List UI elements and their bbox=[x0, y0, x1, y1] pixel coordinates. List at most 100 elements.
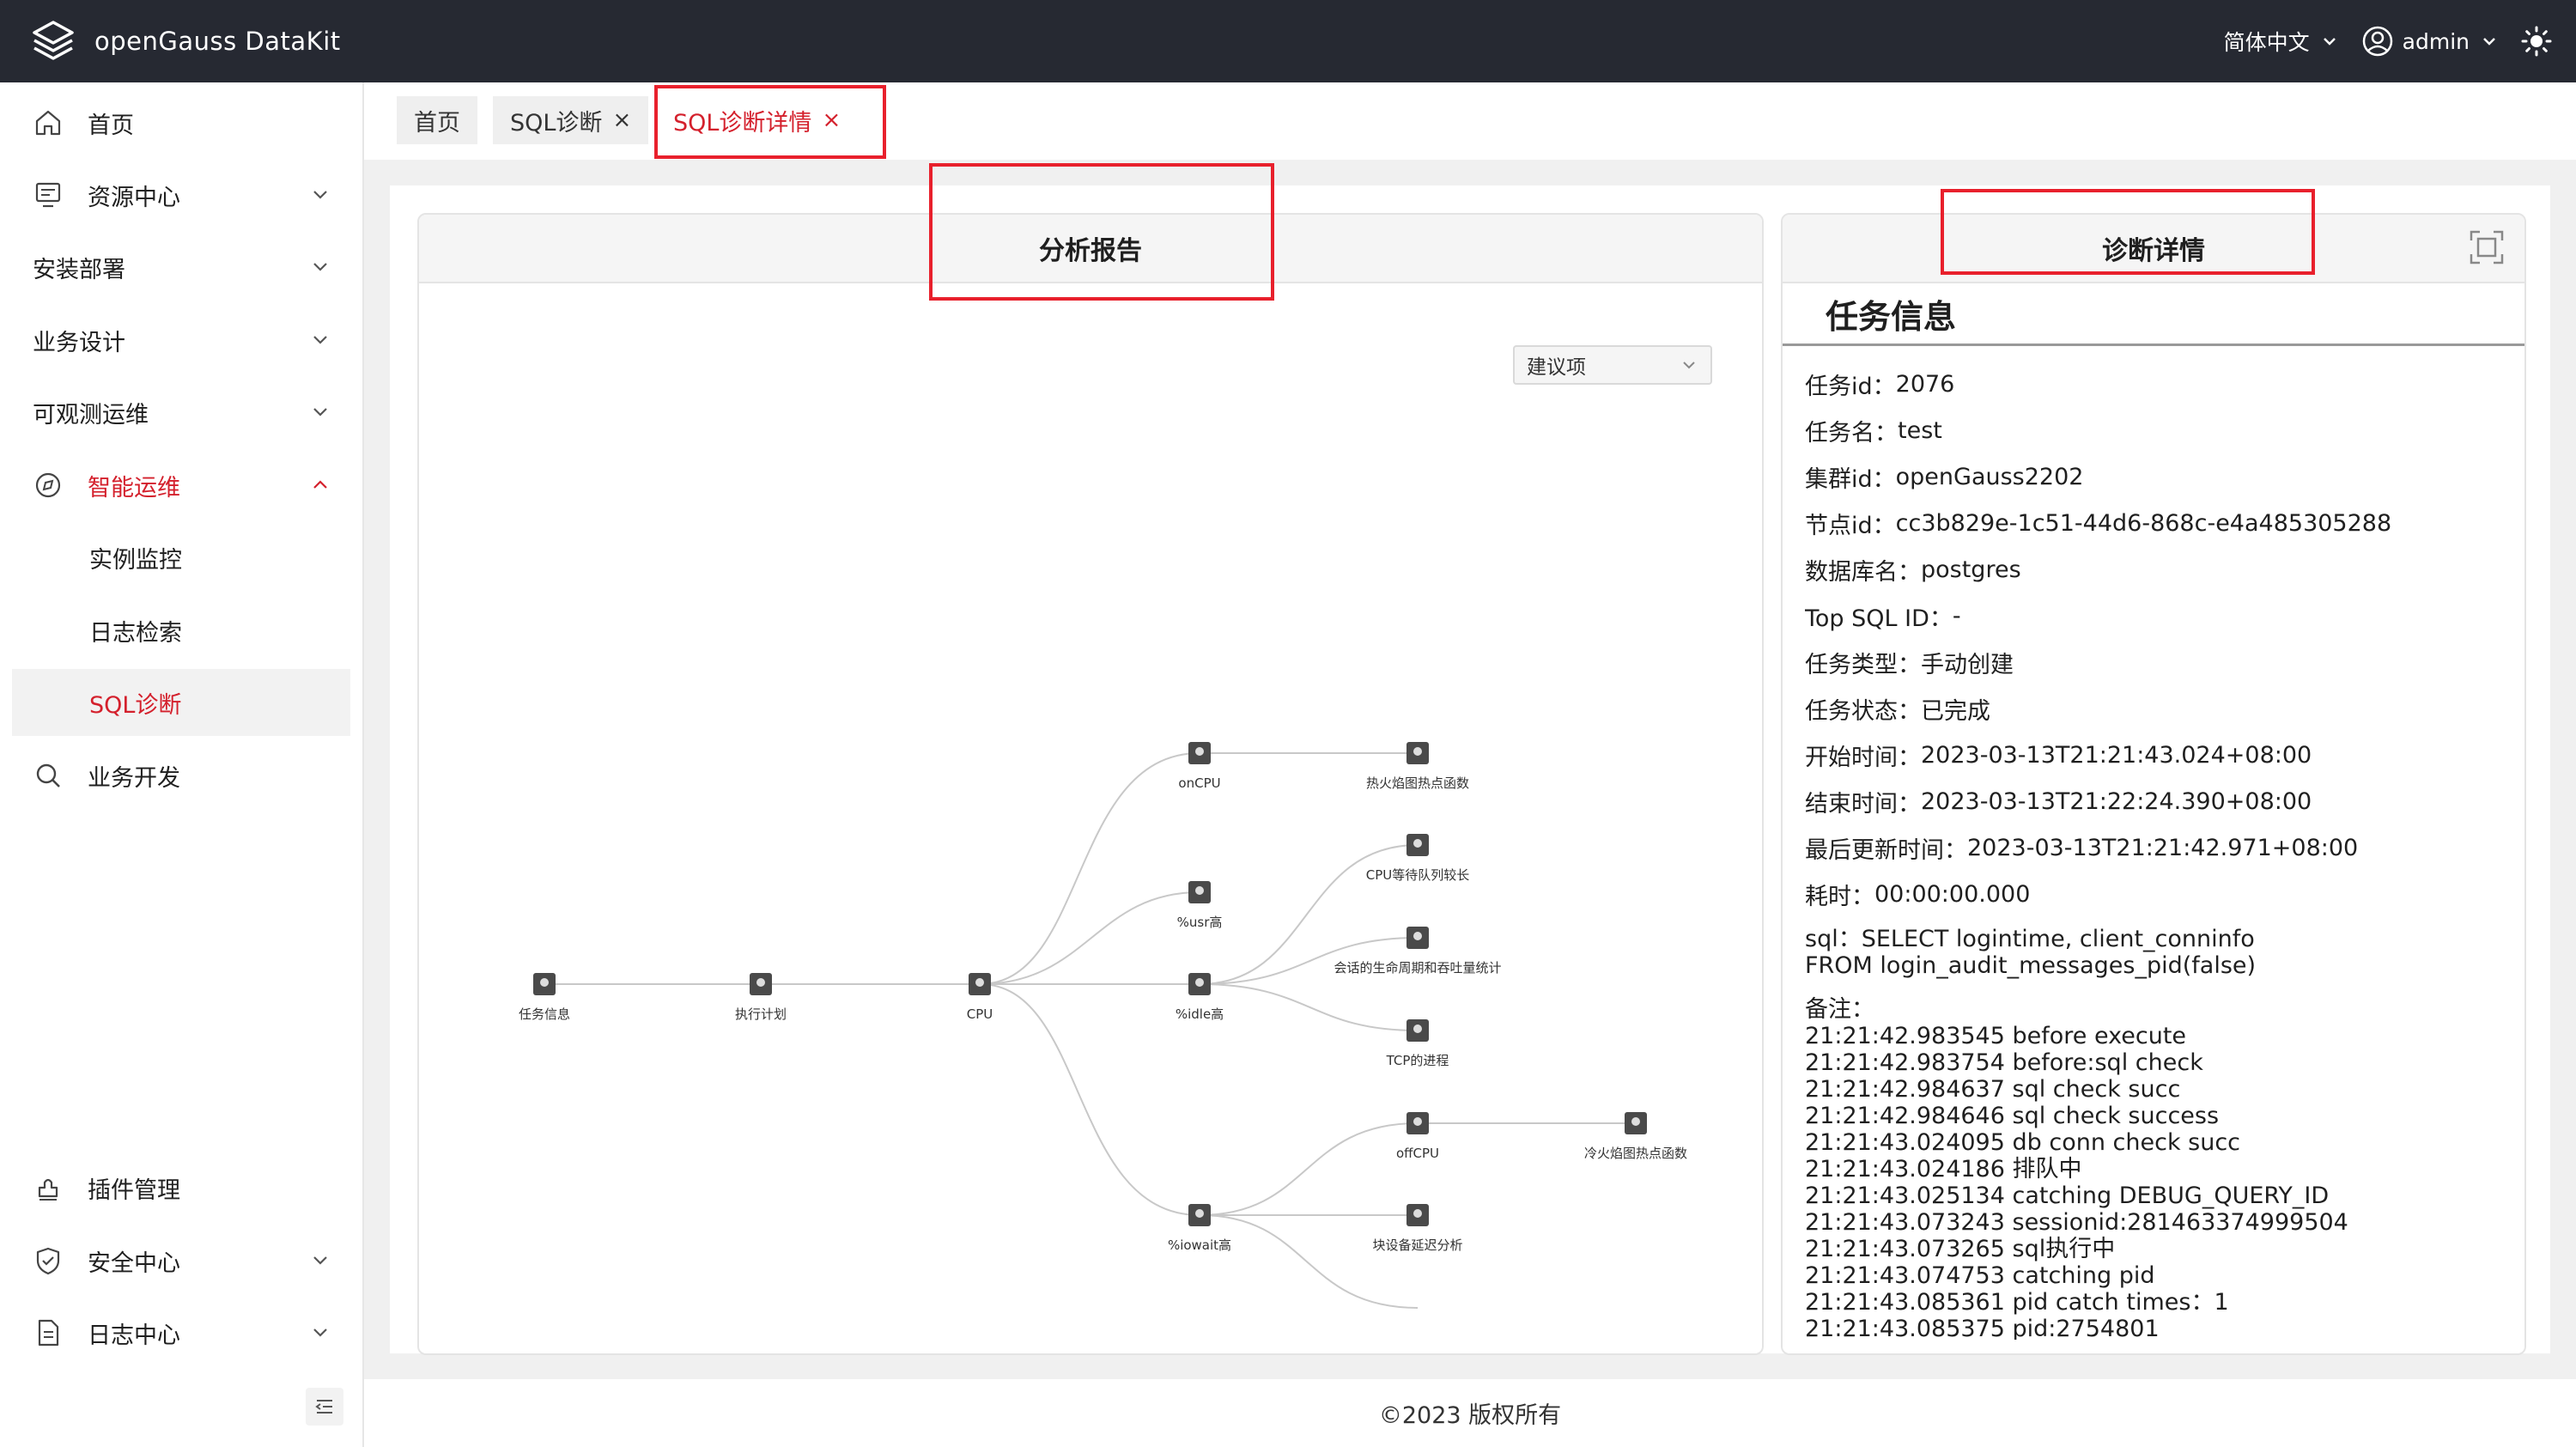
chevron-down-icon bbox=[313, 263, 327, 271]
sql-line: FROM login_audit_messages_pid(false) bbox=[1805, 952, 2257, 979]
graph-nodes: 任务信息执行计划 CPU onCPU %usr高 %idle高 %iowait高 热火焰图热… bbox=[519, 742, 1687, 1253]
chevron-down-icon bbox=[1683, 362, 1695, 369]
sidebar-item-intelligent-ops[interactable]: 智能运维 bbox=[12, 452, 350, 519]
note-line: 21:21:42.984646 sql check success bbox=[1805, 1103, 2220, 1129]
field-value: postgres bbox=[1921, 556, 2021, 583]
graph-node[interactable]: offCPU bbox=[1396, 1112, 1439, 1161]
graph-edge bbox=[1199, 983, 1419, 1031]
sidebar-item-security[interactable]: 安全中心 bbox=[12, 1227, 350, 1294]
divider bbox=[1783, 344, 2524, 346]
sidebar-item-log-center[interactable]: 日志中心 bbox=[12, 1299, 350, 1366]
tab-sql-diagnosis[interactable]: SQL诊断 × bbox=[493, 96, 649, 144]
graph-node[interactable]: 热火焰图热点函数 bbox=[1366, 742, 1469, 791]
compass-icon bbox=[35, 472, 61, 498]
note-line: 21:21:43.074753 catching pid bbox=[1805, 1262, 2155, 1289]
close-icon[interactable]: × bbox=[612, 107, 632, 133]
graph-node[interactable]: %usr高 bbox=[1177, 881, 1223, 930]
field-key: 任务类型： bbox=[1805, 651, 1921, 678]
field-value: 2023-03-13T21:21:42.971+08:00 bbox=[1967, 834, 2359, 861]
graph-node[interactable]: 块设备延迟分析 bbox=[1372, 1204, 1463, 1253]
graph-node[interactable]: %idle高 bbox=[1176, 973, 1224, 1022]
app-logo[interactable]: openGauss DataKit bbox=[29, 17, 341, 65]
field-row: 集群id：openGauss2202 bbox=[1805, 453, 2523, 500]
chevron-down-icon bbox=[313, 1256, 327, 1265]
graph-node[interactable]: %iowait高 bbox=[1168, 1204, 1231, 1253]
sidebar-item-install[interactable]: 安装部署 bbox=[12, 234, 350, 301]
graph-node[interactable]: 任务信息 bbox=[519, 973, 570, 1022]
sidebar-item-log-search[interactable]: 日志检索 bbox=[12, 597, 350, 664]
graph-node[interactable]: CPU等待队列较长 bbox=[1366, 834, 1470, 883]
app-title: openGauss DataKit bbox=[94, 27, 341, 56]
sql-text: sql：SELECT logintime, client_conninfo FR… bbox=[1805, 926, 2523, 979]
sidebar-item-business-design[interactable]: 业务设计 bbox=[12, 307, 350, 374]
field-key: 节点id： bbox=[1805, 512, 1896, 539]
highlight-box bbox=[654, 85, 886, 159]
field-row: 耗时：00:00:00.000 bbox=[1805, 871, 2523, 917]
graph-node[interactable]: 执行计划 bbox=[735, 973, 787, 1022]
sidebar-item-observability[interactable]: 可观测运维 bbox=[12, 379, 350, 446]
language-switcher[interactable]: 简体中文 bbox=[2224, 26, 2339, 57]
monitor-icon bbox=[35, 182, 61, 208]
field-row: 任务状态：已完成 bbox=[1805, 685, 2523, 732]
tab-home[interactable]: 首页 bbox=[397, 96, 477, 144]
sidebar-item-instance-monitor[interactable]: 实例监控 bbox=[12, 524, 350, 591]
note-line: 21:21:43.073243 sessionid:28146337499950… bbox=[1805, 1209, 2348, 1236]
chevron-down-icon bbox=[2483, 38, 2495, 46]
user-menu[interactable]: admin bbox=[2361, 25, 2499, 58]
graph-node[interactable]: 冷火焰图热点函数 bbox=[1584, 1112, 1687, 1161]
sidebar-item-label: 实例监控 bbox=[89, 546, 182, 574]
tab-label: 首页 bbox=[414, 109, 460, 137]
tab-sql-diagnosis-detail[interactable]: SQL诊断详情 × bbox=[656, 96, 859, 144]
graph-node-label: 块设备延迟分析 bbox=[1372, 1237, 1462, 1253]
field-key: Top SQL ID： bbox=[1805, 605, 1953, 632]
suggestion-select[interactable]: 建议项 bbox=[1513, 345, 1712, 385]
note-line: 21:21:43.085375 pid:2754801 bbox=[1805, 1316, 2160, 1340]
bulb-glyph bbox=[1195, 886, 1204, 895]
sidebar-item-sql-diagnosis[interactable]: SQL诊断 bbox=[12, 669, 350, 736]
sidebar-collapse-button[interactable] bbox=[306, 1388, 343, 1426]
close-icon[interactable]: × bbox=[822, 107, 841, 133]
graph-edge bbox=[1199, 844, 1419, 985]
graph-node[interactable]: CPU bbox=[967, 973, 993, 1022]
graph-node[interactable]: 会话的生命周期和吞吐量统计 bbox=[1334, 927, 1502, 976]
sidebar-item-label: 可观测运维 bbox=[33, 401, 149, 429]
graph-node-label: TCP的进程 bbox=[1386, 1053, 1449, 1068]
graph-node[interactable]: onCPU bbox=[1178, 742, 1221, 791]
sidebar-item-resources[interactable]: 资源中心 bbox=[12, 161, 350, 228]
sidebar-item-home[interactable]: 首页 bbox=[12, 89, 350, 156]
bulb-glyph bbox=[1413, 932, 1422, 940]
graph-edge bbox=[979, 891, 1200, 985]
layers-logo-icon bbox=[33, 21, 74, 60]
home-icon bbox=[35, 110, 61, 136]
sidebar-item-business-dev[interactable]: 业务开发 bbox=[12, 742, 350, 809]
bulb-glyph bbox=[1195, 747, 1204, 756]
chevron-down-icon bbox=[313, 336, 327, 344]
graph-node-label: %usr高 bbox=[1177, 915, 1223, 930]
field-value: 已完成 bbox=[1921, 697, 1990, 725]
sidebar-item-label: 日志检索 bbox=[89, 619, 182, 647]
sidebar-item-label: 业务设计 bbox=[33, 329, 125, 356]
graph-node-label: 冷火焰图热点函数 bbox=[1584, 1146, 1687, 1161]
theme-toggle-sun-icon[interactable] bbox=[2521, 26, 2552, 57]
bulb-glyph bbox=[975, 978, 984, 987]
bulb-glyph bbox=[540, 978, 549, 987]
field-value: 00:00:00.000 bbox=[1874, 880, 2031, 908]
sidebar-item-label: SQL诊断 bbox=[89, 691, 182, 719]
graph-node-label: onCPU bbox=[1178, 775, 1220, 791]
field-row: 节点id：cc3b829e-1c51-44d6-868c-e4a48530528… bbox=[1805, 500, 2523, 546]
graph-edge bbox=[979, 752, 1200, 985]
graph-node-label: %iowait高 bbox=[1168, 1237, 1231, 1253]
graph-node[interactable]: TCP的进程 bbox=[1386, 1019, 1449, 1068]
copyright-text: ©2023 版权所有 bbox=[1378, 1402, 1562, 1429]
graph-edge bbox=[1199, 1214, 1419, 1309]
field-key: 数据库名： bbox=[1805, 558, 1921, 586]
sidebar-item-plugins[interactable]: 插件管理 bbox=[12, 1154, 350, 1221]
graph-node-label: offCPU bbox=[1396, 1146, 1439, 1161]
field-row: 数据库名：postgres bbox=[1805, 546, 2523, 593]
fullscreen-icon[interactable] bbox=[2468, 228, 2506, 266]
sidebar-item-label: 插件管理 bbox=[88, 1176, 180, 1204]
graph-node-label: 执行计划 bbox=[735, 1006, 787, 1022]
bulb-glyph bbox=[1413, 1209, 1422, 1218]
